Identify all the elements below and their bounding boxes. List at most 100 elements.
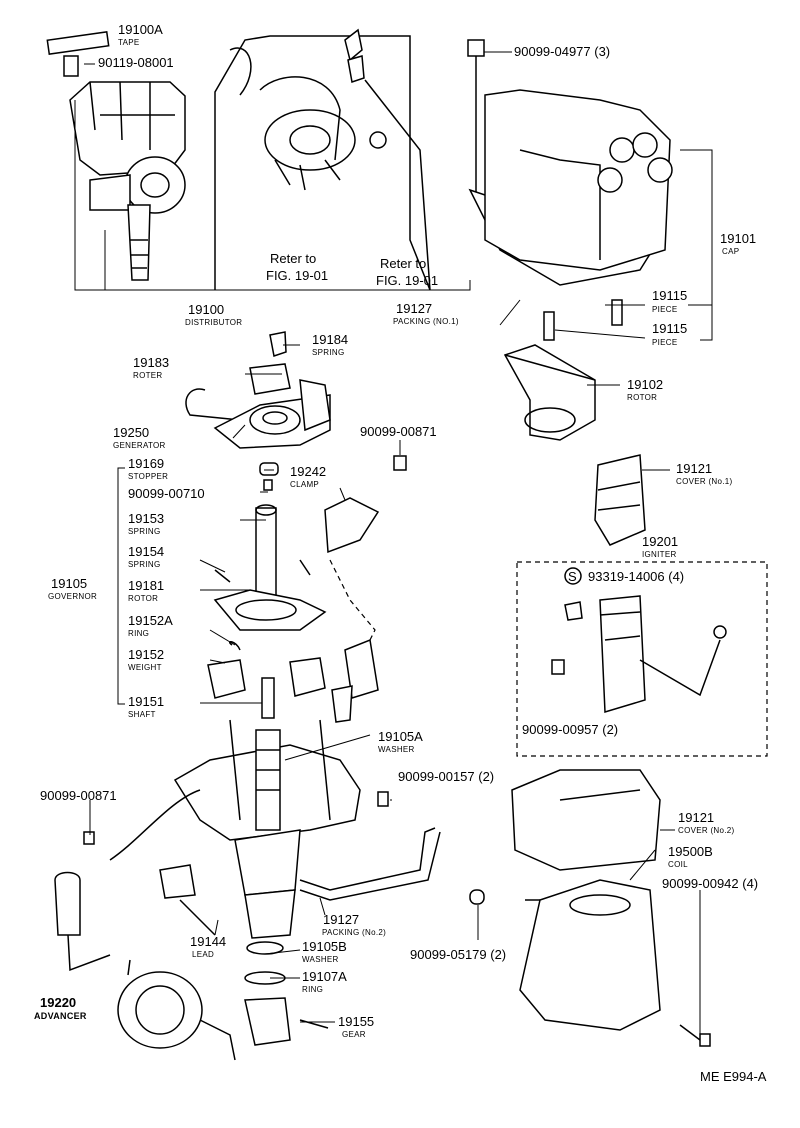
label-90099-05179: 90099-05179 (2) bbox=[410, 947, 506, 962]
svg-text:19169: 19169 bbox=[128, 456, 164, 471]
svg-text:RING: RING bbox=[128, 629, 149, 638]
svg-text:GOVERNOR: GOVERNOR bbox=[48, 592, 97, 601]
ref-fig-19-01-b: Reter to FIG. 19-01 bbox=[376, 256, 438, 288]
label-19184: 19184 SPRING bbox=[312, 332, 348, 357]
svg-text:19201: 19201 bbox=[642, 534, 678, 549]
svg-text:19121: 19121 bbox=[678, 810, 714, 825]
svg-text:LEAD: LEAD bbox=[192, 950, 214, 959]
harness-detail-illustration bbox=[214, 28, 431, 291]
label-19250: 19250 GENERATOR bbox=[113, 425, 166, 450]
svg-text:Reter to: Reter to bbox=[270, 251, 316, 266]
svg-text:ADVANCER: ADVANCER bbox=[34, 1011, 87, 1021]
svg-text:COVER (No.2): COVER (No.2) bbox=[678, 826, 735, 835]
ref-fig-19-01-a: Reter to FIG. 19-01 bbox=[266, 251, 328, 283]
label-19181: 19181 ROTOR bbox=[128, 578, 164, 603]
svg-text:19105: 19105 bbox=[51, 576, 87, 591]
label-19155: 19155 GEAR bbox=[338, 1014, 374, 1039]
svg-text:TAPE: TAPE bbox=[118, 38, 140, 47]
svg-text:19220: 19220 bbox=[40, 995, 76, 1010]
label-19242: 19242 CLAMP bbox=[290, 464, 326, 489]
cover-coil-illustration bbox=[469, 769, 711, 1047]
svg-text:19127: 19127 bbox=[323, 912, 359, 927]
svg-text:19151: 19151 bbox=[128, 694, 164, 709]
svg-text:19183: 19183 bbox=[133, 355, 169, 370]
svg-text:CLAMP: CLAMP bbox=[290, 480, 319, 489]
label-19121-no1: 19121 COVER (No.1) bbox=[676, 461, 733, 486]
label-19144: 19144 LEAD bbox=[190, 934, 226, 959]
diagram-code: ME E994-A bbox=[700, 1069, 767, 1084]
label-19152A: 19152A RING bbox=[128, 613, 173, 638]
label-19105: 19105 GOVERNOR bbox=[48, 576, 97, 601]
svg-text:Reter to: Reter to bbox=[380, 256, 426, 271]
label-19154: 19154 SPRING bbox=[128, 544, 164, 569]
svg-text:19101: 19101 bbox=[720, 231, 756, 246]
svg-text:ROTER: ROTER bbox=[133, 371, 163, 380]
svg-text:ROTOR: ROTOR bbox=[128, 594, 158, 603]
label-19115-a: 19115 PIECE bbox=[652, 288, 687, 314]
label-19500B: 19500B COIL bbox=[668, 844, 713, 869]
label-19127-no1: 19127 PACKING (NO.1) bbox=[393, 301, 459, 326]
svg-text:DISTRIBUTOR: DISTRIBUTOR bbox=[185, 318, 242, 327]
label-90099-04977: 90099-04977 (3) bbox=[514, 44, 610, 59]
svg-text:SHAFT: SHAFT bbox=[128, 710, 156, 719]
svg-text:19250: 19250 bbox=[113, 425, 149, 440]
svg-text:19100A: 19100A bbox=[118, 22, 163, 37]
label-19102: 19102 ROTOR bbox=[627, 377, 663, 402]
svg-text:19115: 19115 bbox=[652, 288, 687, 303]
s-symbol-icon bbox=[564, 567, 582, 585]
svg-text:SPRING: SPRING bbox=[128, 560, 160, 569]
svg-text:SPRING: SPRING bbox=[128, 527, 160, 536]
label-90099-00942: 90099-00942 (4) bbox=[662, 876, 758, 891]
housing-illustration bbox=[173, 719, 441, 1046]
svg-text:S: S bbox=[568, 569, 577, 584]
svg-text:19107A: 19107A bbox=[302, 969, 347, 984]
label-19169: 19169 STOPPER bbox=[128, 456, 168, 481]
igniter-illustration bbox=[516, 454, 768, 757]
label-19115-b: 19115 PIECE bbox=[652, 321, 687, 347]
svg-text:GENERATOR: GENERATOR bbox=[113, 441, 166, 450]
svg-text:19105A: 19105A bbox=[378, 729, 423, 744]
svg-text:FIG. 19-01: FIG. 19-01 bbox=[266, 268, 328, 283]
svg-text:WASHER: WASHER bbox=[378, 745, 415, 754]
rotor-illustration bbox=[503, 344, 596, 441]
svg-text:PIECE: PIECE bbox=[652, 338, 678, 347]
svg-text:19144: 19144 bbox=[190, 934, 226, 949]
svg-text:19127: 19127 bbox=[396, 301, 432, 316]
svg-text:19242: 19242 bbox=[290, 464, 326, 479]
label-19100A: 19100A TAPE bbox=[118, 22, 163, 47]
label-19201: 19201 IGNITER bbox=[642, 534, 678, 559]
distributor-assembly-illustration bbox=[46, 31, 471, 291]
svg-text:PIECE: PIECE bbox=[652, 305, 678, 314]
svg-text:19152A: 19152A bbox=[128, 613, 173, 628]
svg-text:PACKING (No.2): PACKING (No.2) bbox=[322, 928, 386, 937]
svg-text:19153: 19153 bbox=[128, 511, 164, 526]
label-90099-00157: 90099-00157 (2) bbox=[398, 769, 494, 784]
label-90119-08001: 90119-08001 bbox=[98, 55, 174, 70]
label-19100: 19100 DISTRIBUTOR bbox=[185, 302, 242, 327]
svg-text:19100: 19100 bbox=[188, 302, 224, 317]
label-19152: 19152 WEIGHT bbox=[128, 647, 164, 672]
svg-text:19121: 19121 bbox=[676, 461, 712, 476]
svg-text:FIG. 19-01: FIG. 19-01 bbox=[376, 273, 438, 288]
label-90099-00957: 90099-00957 (2) bbox=[522, 722, 618, 737]
svg-text:STOPPER: STOPPER bbox=[128, 472, 168, 481]
svg-text:19154: 19154 bbox=[128, 544, 164, 559]
svg-text:GEAR: GEAR bbox=[342, 1030, 366, 1039]
label-19107A: 19107A RING bbox=[302, 969, 347, 994]
label-90099-00710: 90099-00710 bbox=[128, 486, 205, 501]
svg-text:WASHER: WASHER bbox=[302, 955, 339, 964]
advancer-lead-illustration bbox=[54, 789, 236, 1061]
svg-text:COVER (No.1): COVER (No.1) bbox=[676, 477, 733, 486]
label-90099-00871-top: 90099-00871 bbox=[360, 424, 437, 439]
label-19220: 19220 ADVANCER bbox=[34, 995, 87, 1021]
label-19105B: 19105B WASHER bbox=[302, 939, 347, 964]
label-19101: 19101 CAP bbox=[720, 231, 756, 256]
svg-text:IGNITER: IGNITER bbox=[642, 550, 677, 559]
svg-text:RING: RING bbox=[302, 985, 323, 994]
label-90099-00871-left: 90099-00871 bbox=[40, 788, 117, 803]
svg-text:19102: 19102 bbox=[627, 377, 663, 392]
label-19151: 19151 SHAFT bbox=[128, 694, 164, 719]
svg-text:SPRING: SPRING bbox=[312, 348, 344, 357]
svg-text:93319-14006 (4): 93319-14006 (4) bbox=[588, 569, 684, 584]
